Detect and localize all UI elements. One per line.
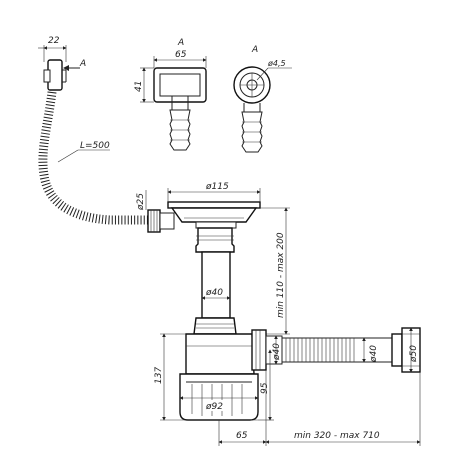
view-a-side: A: [233, 45, 271, 153]
overflow-hose: [38, 91, 148, 225]
overflow-connector: [147, 209, 175, 233]
hose-length-label: L=500: [80, 141, 110, 151]
dim-65-bottom-label: 65: [236, 431, 248, 441]
section-arrow-a: A: [63, 59, 86, 71]
dim-d25-label: ø25: [136, 193, 146, 211]
dim-d115-label: ø115: [205, 182, 229, 192]
sink-strainer: [167, 201, 261, 229]
dimension-bottom-chain: 65 min 320 - max 710: [218, 370, 421, 446]
dimension-41: 41: [134, 67, 154, 103]
dim-d40-vertical-label: ø40: [205, 288, 223, 298]
dimension-d115: ø115: [167, 182, 261, 202]
dimension-d92: ø92: [179, 396, 259, 412]
dimension-d50: ø50: [409, 327, 419, 373]
dimension-d25: ø25: [136, 190, 147, 211]
vertical-pipe: [193, 227, 237, 335]
view-a-side-label: A: [251, 45, 258, 55]
dimension-d4-5: ø4,5: [256, 59, 292, 81]
overflow-head: [43, 59, 67, 91]
dim-95-label: 95: [260, 382, 270, 394]
dimension-d40-hose: ø40: [362, 337, 379, 363]
dimension-137: 137: [154, 333, 186, 421]
dim-length-range-label: min 320 - max 710: [294, 431, 380, 441]
dim-height-range-label: min 110 - max 200: [276, 232, 286, 318]
view-a-overflow-label: A: [79, 59, 86, 69]
hose-length-callout: L=500: [57, 141, 110, 163]
dimension-65-top: 65: [153, 50, 207, 68]
dim-65-top-label: 65: [175, 50, 187, 60]
dim-41-label: 41: [134, 81, 144, 92]
dim-d50-label: ø50: [409, 345, 419, 363]
dimension-height-range: min 110 - max 200: [258, 207, 290, 335]
dimension-d40-vertical: ø40: [201, 288, 231, 300]
dim-d92-label: ø92: [205, 402, 223, 412]
dim-d40-outlet-label: ø40: [272, 343, 282, 361]
view-a-front-label: A: [177, 38, 184, 48]
dimension-22: 22: [38, 36, 67, 62]
dimension-d40-outlet: ø40: [272, 335, 282, 365]
dim-22-label: 22: [48, 36, 60, 46]
view-a-front: A: [153, 38, 207, 151]
dim-137-label: 137: [154, 367, 164, 384]
dim-d40-hose-label: ø40: [369, 345, 379, 363]
dim-d4-5-label: ø4,5: [267, 59, 286, 68]
